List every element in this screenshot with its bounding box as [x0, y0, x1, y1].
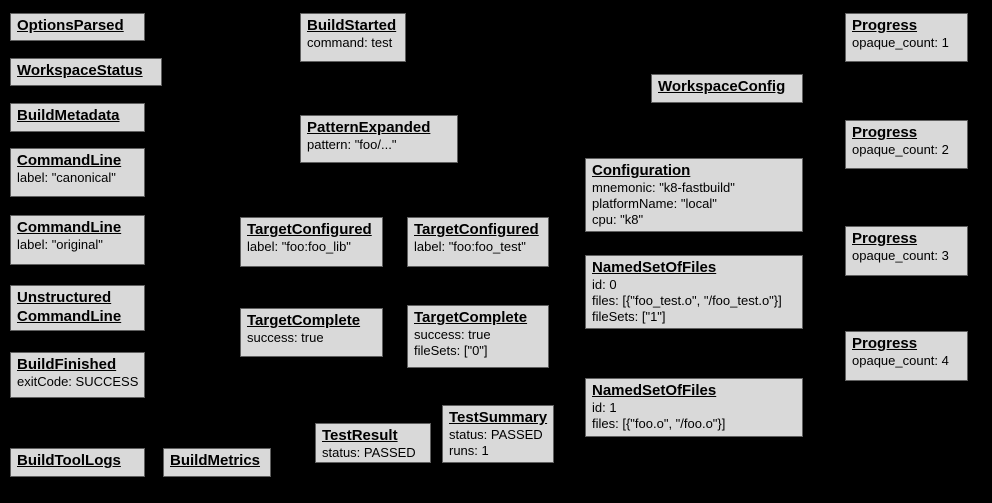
event-field: status: PASSED	[322, 445, 416, 460]
event-title: WorkspaceConfig	[658, 78, 786, 95]
event-box-patternexpanded: PatternExpanded pattern: "foo/..."	[300, 115, 458, 163]
event-box-progress-1: Progress opaque_count: 1	[845, 13, 968, 62]
event-title: CommandLine	[17, 308, 122, 325]
event-title: BuildMetrics	[170, 452, 261, 469]
event-box-progress-4: Progress opaque_count: 4	[845, 331, 968, 381]
event-title: BuildToolLogs	[17, 452, 121, 469]
event-title: TargetConfigured	[414, 221, 539, 238]
event-title: BuildFinished	[17, 356, 117, 373]
event-box-testresult: TestResult status: PASSED	[315, 423, 431, 463]
event-title: TestResult	[322, 427, 398, 444]
event-box-progress-3: Progress opaque_count: 3	[845, 226, 968, 276]
event-box-commandline-original: CommandLine label: "original"	[10, 215, 145, 265]
event-box-buildmetadata: BuildMetadata	[10, 103, 145, 132]
event-title: PatternExpanded	[307, 119, 431, 136]
event-title: NamedSetOfFiles	[592, 382, 717, 399]
event-field: opaque_count: 4	[852, 353, 949, 368]
event-title: Progress	[852, 230, 918, 247]
event-box-namedsetoffiles-1: NamedSetOfFiles id: 1 files: [{"foo.o", …	[585, 378, 803, 437]
event-box-buildfinished: BuildFinished exitCode: SUCCESS	[10, 352, 146, 398]
event-box-namedsetoffiles-0: NamedSetOfFiles id: 0 files: [{"foo_test…	[585, 255, 803, 329]
event-box-buildmetrics: BuildMetrics	[163, 448, 271, 477]
event-field: pattern: "foo/..."	[307, 137, 397, 152]
event-field: opaque_count: 2	[852, 142, 949, 157]
event-field: label: "canonical"	[17, 170, 116, 185]
event-title: WorkspaceStatus	[17, 62, 143, 79]
event-box-testsummary: TestSummary status: PASSED runs: 1	[442, 405, 555, 463]
event-title: CommandLine	[17, 152, 122, 169]
event-field: label: "foo:foo_lib"	[247, 239, 351, 254]
event-title: BuildMetadata	[17, 107, 120, 124]
event-field: cpu: "k8"	[592, 212, 644, 227]
event-field: files: [{"foo.o", "/foo.o"}]	[592, 416, 726, 431]
event-field: success: true	[247, 330, 324, 345]
event-field: mnemonic: "k8-fastbuild"	[592, 180, 735, 195]
event-field: command: test	[307, 35, 393, 50]
event-field: platformName: "local"	[592, 196, 717, 211]
event-field: label: "foo:foo_test"	[414, 239, 526, 254]
event-box-workspaceconfig: WorkspaceConfig	[651, 74, 803, 103]
event-box-progress-2: Progress opaque_count: 2	[845, 120, 968, 169]
event-field: id: 1	[592, 400, 617, 415]
event-field: runs: 1	[449, 443, 489, 458]
event-box-commandline-canonical: CommandLine label: "canonical"	[10, 148, 145, 197]
event-box-targetconfigured-footest: TargetConfigured label: "foo:foo_test"	[407, 217, 549, 267]
event-title: TargetComplete	[414, 309, 528, 326]
event-title: OptionsParsed	[17, 17, 124, 34]
event-title: TargetComplete	[247, 312, 361, 329]
event-title: TestSummary	[449, 409, 548, 426]
event-field: id: 0	[592, 277, 617, 292]
event-title: NamedSetOfFiles	[592, 259, 717, 276]
event-field: opaque_count: 1	[852, 35, 949, 50]
event-field: fileSets: ["0"]	[414, 343, 488, 358]
event-box-targetconfigured-foolib: TargetConfigured label: "foo:foo_lib"	[240, 217, 383, 267]
event-title: TargetConfigured	[247, 221, 372, 238]
event-box-workspacestatus: WorkspaceStatus	[10, 58, 162, 86]
event-field: success: true	[414, 327, 491, 342]
event-title: Progress	[852, 335, 918, 352]
event-box-buildtoollogs: BuildToolLogs	[10, 448, 145, 477]
event-title: Progress	[852, 124, 918, 141]
event-title: BuildStarted	[307, 17, 397, 34]
event-box-optionsparsed: OptionsParsed	[10, 13, 145, 41]
event-field: label: "original"	[17, 237, 103, 252]
event-title: CommandLine	[17, 219, 122, 236]
event-box-targetcomplete-footest: TargetComplete success: true fileSets: […	[407, 305, 549, 368]
event-title: Unstructured	[17, 289, 112, 306]
event-field: opaque_count: 3	[852, 248, 949, 263]
event-box-targetcomplete-foolib: TargetComplete success: true	[240, 308, 383, 357]
event-title: Progress	[852, 17, 918, 34]
event-field: files: [{"foo_test.o", "/foo_test.o"}]	[592, 293, 782, 308]
event-box-buildstarted: BuildStarted command: test	[300, 13, 406, 62]
event-field: exitCode: SUCCESS	[17, 374, 139, 389]
event-field: status: PASSED	[449, 427, 543, 442]
event-box-configuration: Configuration mnemonic: "k8-fastbuild" p…	[585, 158, 803, 232]
event-field: fileSets: ["1"]	[592, 309, 666, 324]
event-title: Configuration	[592, 162, 691, 179]
event-box-unstructuredcommandline: Unstructured CommandLine	[10, 285, 145, 331]
